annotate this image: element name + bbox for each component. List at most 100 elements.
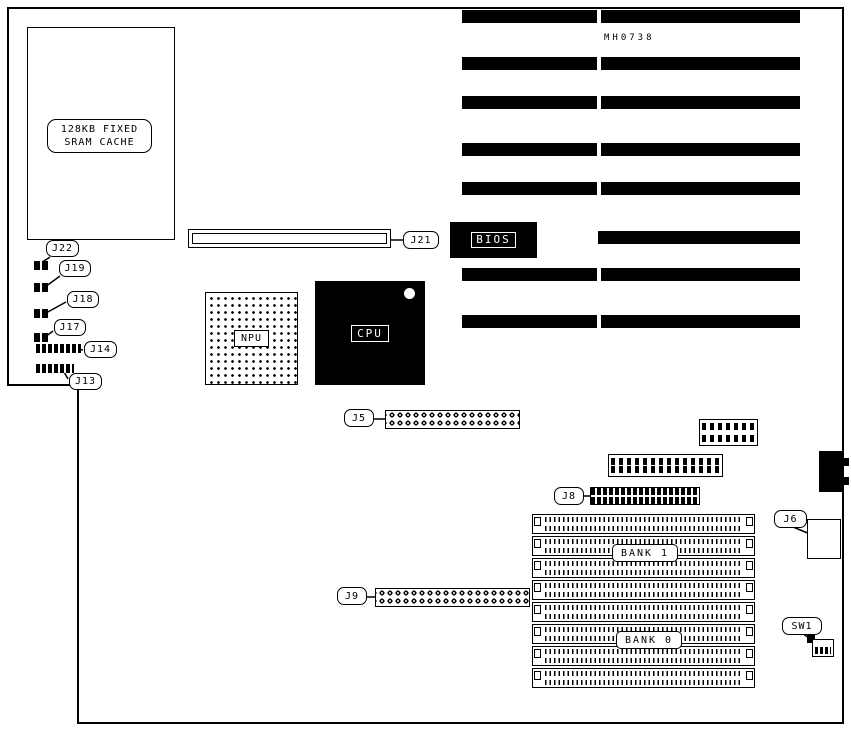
simm-latch-right [746,583,753,592]
connector-j13 [36,364,74,373]
simm-socket-bank0 [532,602,755,622]
isa-slot-bar [462,10,597,23]
simm-pins [545,583,742,588]
isa-slot-bar [462,57,597,70]
sw1-nub [807,635,815,643]
simm-latch-right [746,627,753,636]
simm-latch-right [746,539,753,548]
callout-j13: J13 [69,373,102,390]
isa-slot-bar [601,10,800,23]
isa-slot-bar [598,231,800,244]
simm-socket-bank1 [532,580,755,600]
npu-label: NPU [233,330,270,347]
cache-label-line1: 128KB FIXED [60,124,139,135]
callout-sw1: SW1 [782,617,822,635]
sw1-switch [812,639,834,657]
j9-pin-header [375,588,530,607]
callout-j14: J14 [84,341,117,358]
callout-j21: J21 [403,231,439,249]
bank1-label: BANK 1 [612,544,678,562]
simm-latch-left [534,649,541,658]
simm-latch-right [746,671,753,680]
j21-slot [188,229,391,248]
simm-latch-left [534,517,541,526]
simm-latch-left [534,539,541,548]
power-pins [702,435,755,442]
callout-j5: J5 [344,409,374,427]
simm-pins [545,671,742,676]
simm-latch-right [746,517,753,526]
simm-latch-left [534,627,541,636]
isa-slot-bar [601,57,800,70]
npu-socket: NPU [205,292,298,385]
isa-slot-bar [462,182,597,195]
connector-j17 [34,333,48,342]
power-pins [702,423,755,430]
cpu-chip: CPU [315,281,425,385]
sram-cache-callout: 128KB FIXED SRAM CACHE [47,119,152,153]
connector-nub [843,477,849,485]
j6-connector [807,519,841,559]
part-number-label: MH0738 [604,33,655,43]
connector-nub [843,458,849,466]
power-connector-large [608,454,723,477]
cache-label-line2: SRAM CACHE [64,137,135,148]
bios-chip: BIOS [450,222,537,258]
isa-slot-bar [462,268,597,281]
callout-j22: J22 [46,240,79,257]
sw1-switch-positions [815,647,831,654]
cpu-label: CPU [351,324,389,342]
j8-header [590,487,700,505]
callout-j19: J19 [59,260,91,277]
isa-slot-bar [601,143,800,156]
simm-socket-bank1 [532,558,755,578]
simm-latch-left [534,605,541,614]
simm-latch-left [534,561,541,570]
simm-pins [545,614,742,619]
simm-latch-left [534,583,541,592]
j21-slot-inner [192,233,387,244]
connector-j14 [36,344,81,353]
simm-pins [545,649,742,654]
simm-latch-left [534,671,541,680]
simm-pins [545,605,742,610]
connector-j19 [34,283,48,292]
simm-latch-right [746,605,753,614]
simm-pins [545,592,742,597]
callout-j9: J9 [337,587,367,605]
isa-slot-bar [601,268,800,281]
isa-slot-bar [462,143,597,156]
power-connector-small [699,419,758,446]
simm-pins [545,561,742,566]
isa-slot-bar [601,96,800,109]
board-edge [7,7,844,724]
cpu-pin1-dot [404,288,415,299]
callout-j17: J17 [54,319,86,336]
isa-slot-bar [462,96,597,109]
simm-socket-bank0 [532,668,755,688]
j5-pin-header [385,410,520,429]
simm-pins [545,539,742,544]
simm-socket-bank1 [532,514,755,534]
callout-j6: J6 [774,510,807,528]
callout-j8: J8 [554,487,584,505]
simm-pins [545,570,742,575]
bank0-label: BANK 0 [616,631,682,649]
simm-pins [545,517,742,522]
keyboard-connector [819,451,844,492]
simm-latch-right [746,561,753,570]
simm-pins [545,680,742,685]
simm-pins [545,627,742,632]
callout-j18: J18 [67,291,99,308]
power-pins [611,458,720,465]
connector-j18 [34,309,48,318]
bios-label: BIOS [471,232,516,248]
isa-slot-bar [462,315,597,328]
isa-slot-bar [601,182,800,195]
power-pins [611,466,720,473]
isa-slot-bar [601,315,800,328]
simm-pins [545,658,742,663]
connector-j22 [34,261,48,270]
simm-pins [545,526,742,531]
